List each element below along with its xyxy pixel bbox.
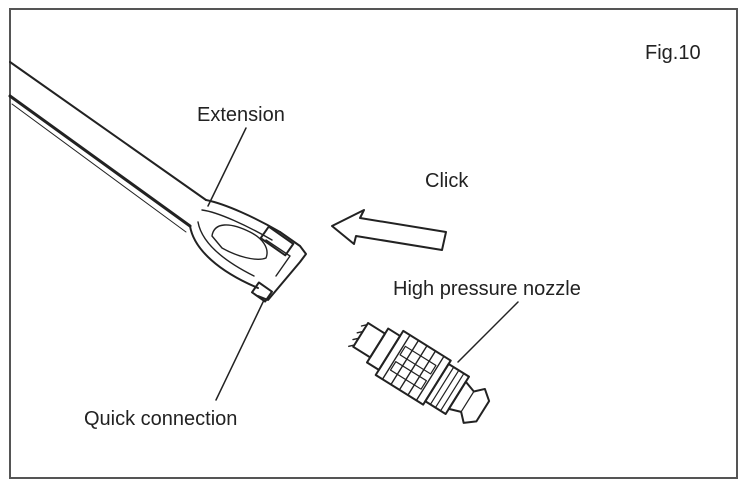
- label-quick-connection: Quick connection: [84, 408, 238, 430]
- leader-line-nozzle: [457, 301, 519, 363]
- figure-frame: [9, 8, 738, 479]
- leader-line-extension: [207, 127, 247, 207]
- quick-connection-coupling: [189, 199, 307, 303]
- label-extension: Extension: [197, 104, 285, 126]
- high-pressure-nozzle: [348, 322, 491, 424]
- label-click: Click: [425, 170, 469, 192]
- figure-label: Fig.10: [645, 42, 701, 64]
- extension-wand: [8, 61, 207, 233]
- leader-line-quick-connection: [215, 299, 265, 401]
- label-high-pressure-nozzle: High pressure nozzle: [393, 278, 581, 300]
- click-direction-arrow: [331, 209, 447, 251]
